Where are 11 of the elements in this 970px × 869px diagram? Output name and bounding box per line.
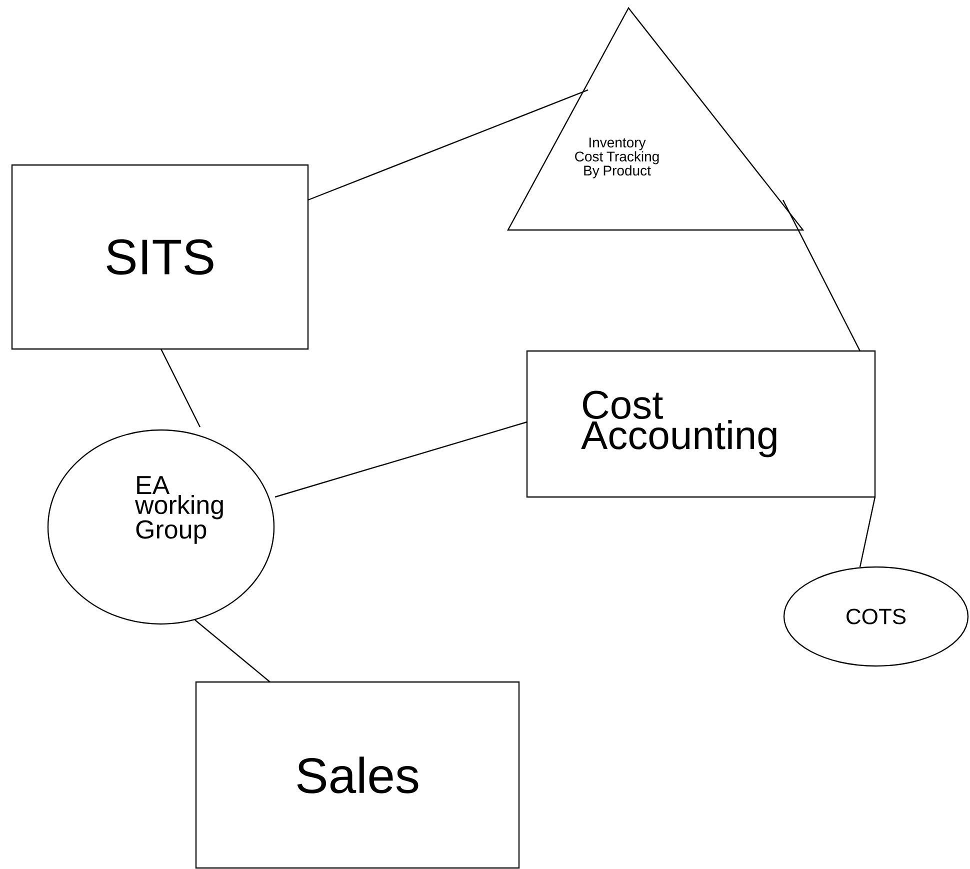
- ellipse-node: EA working Group: [47, 429, 275, 625]
- connector-line: [308, 89, 588, 201]
- connector-line: [274, 421, 528, 498]
- process-box: Cost Accounting: [526, 350, 876, 498]
- connector-line: [160, 348, 201, 428]
- connector-line: [859, 496, 876, 568]
- connector-line: [782, 200, 861, 352]
- ellipse-node: COTS: [783, 566, 969, 667]
- process-box: SITS: [11, 164, 309, 350]
- process-box: Sales: [195, 681, 520, 869]
- connector-line: [194, 620, 270, 682]
